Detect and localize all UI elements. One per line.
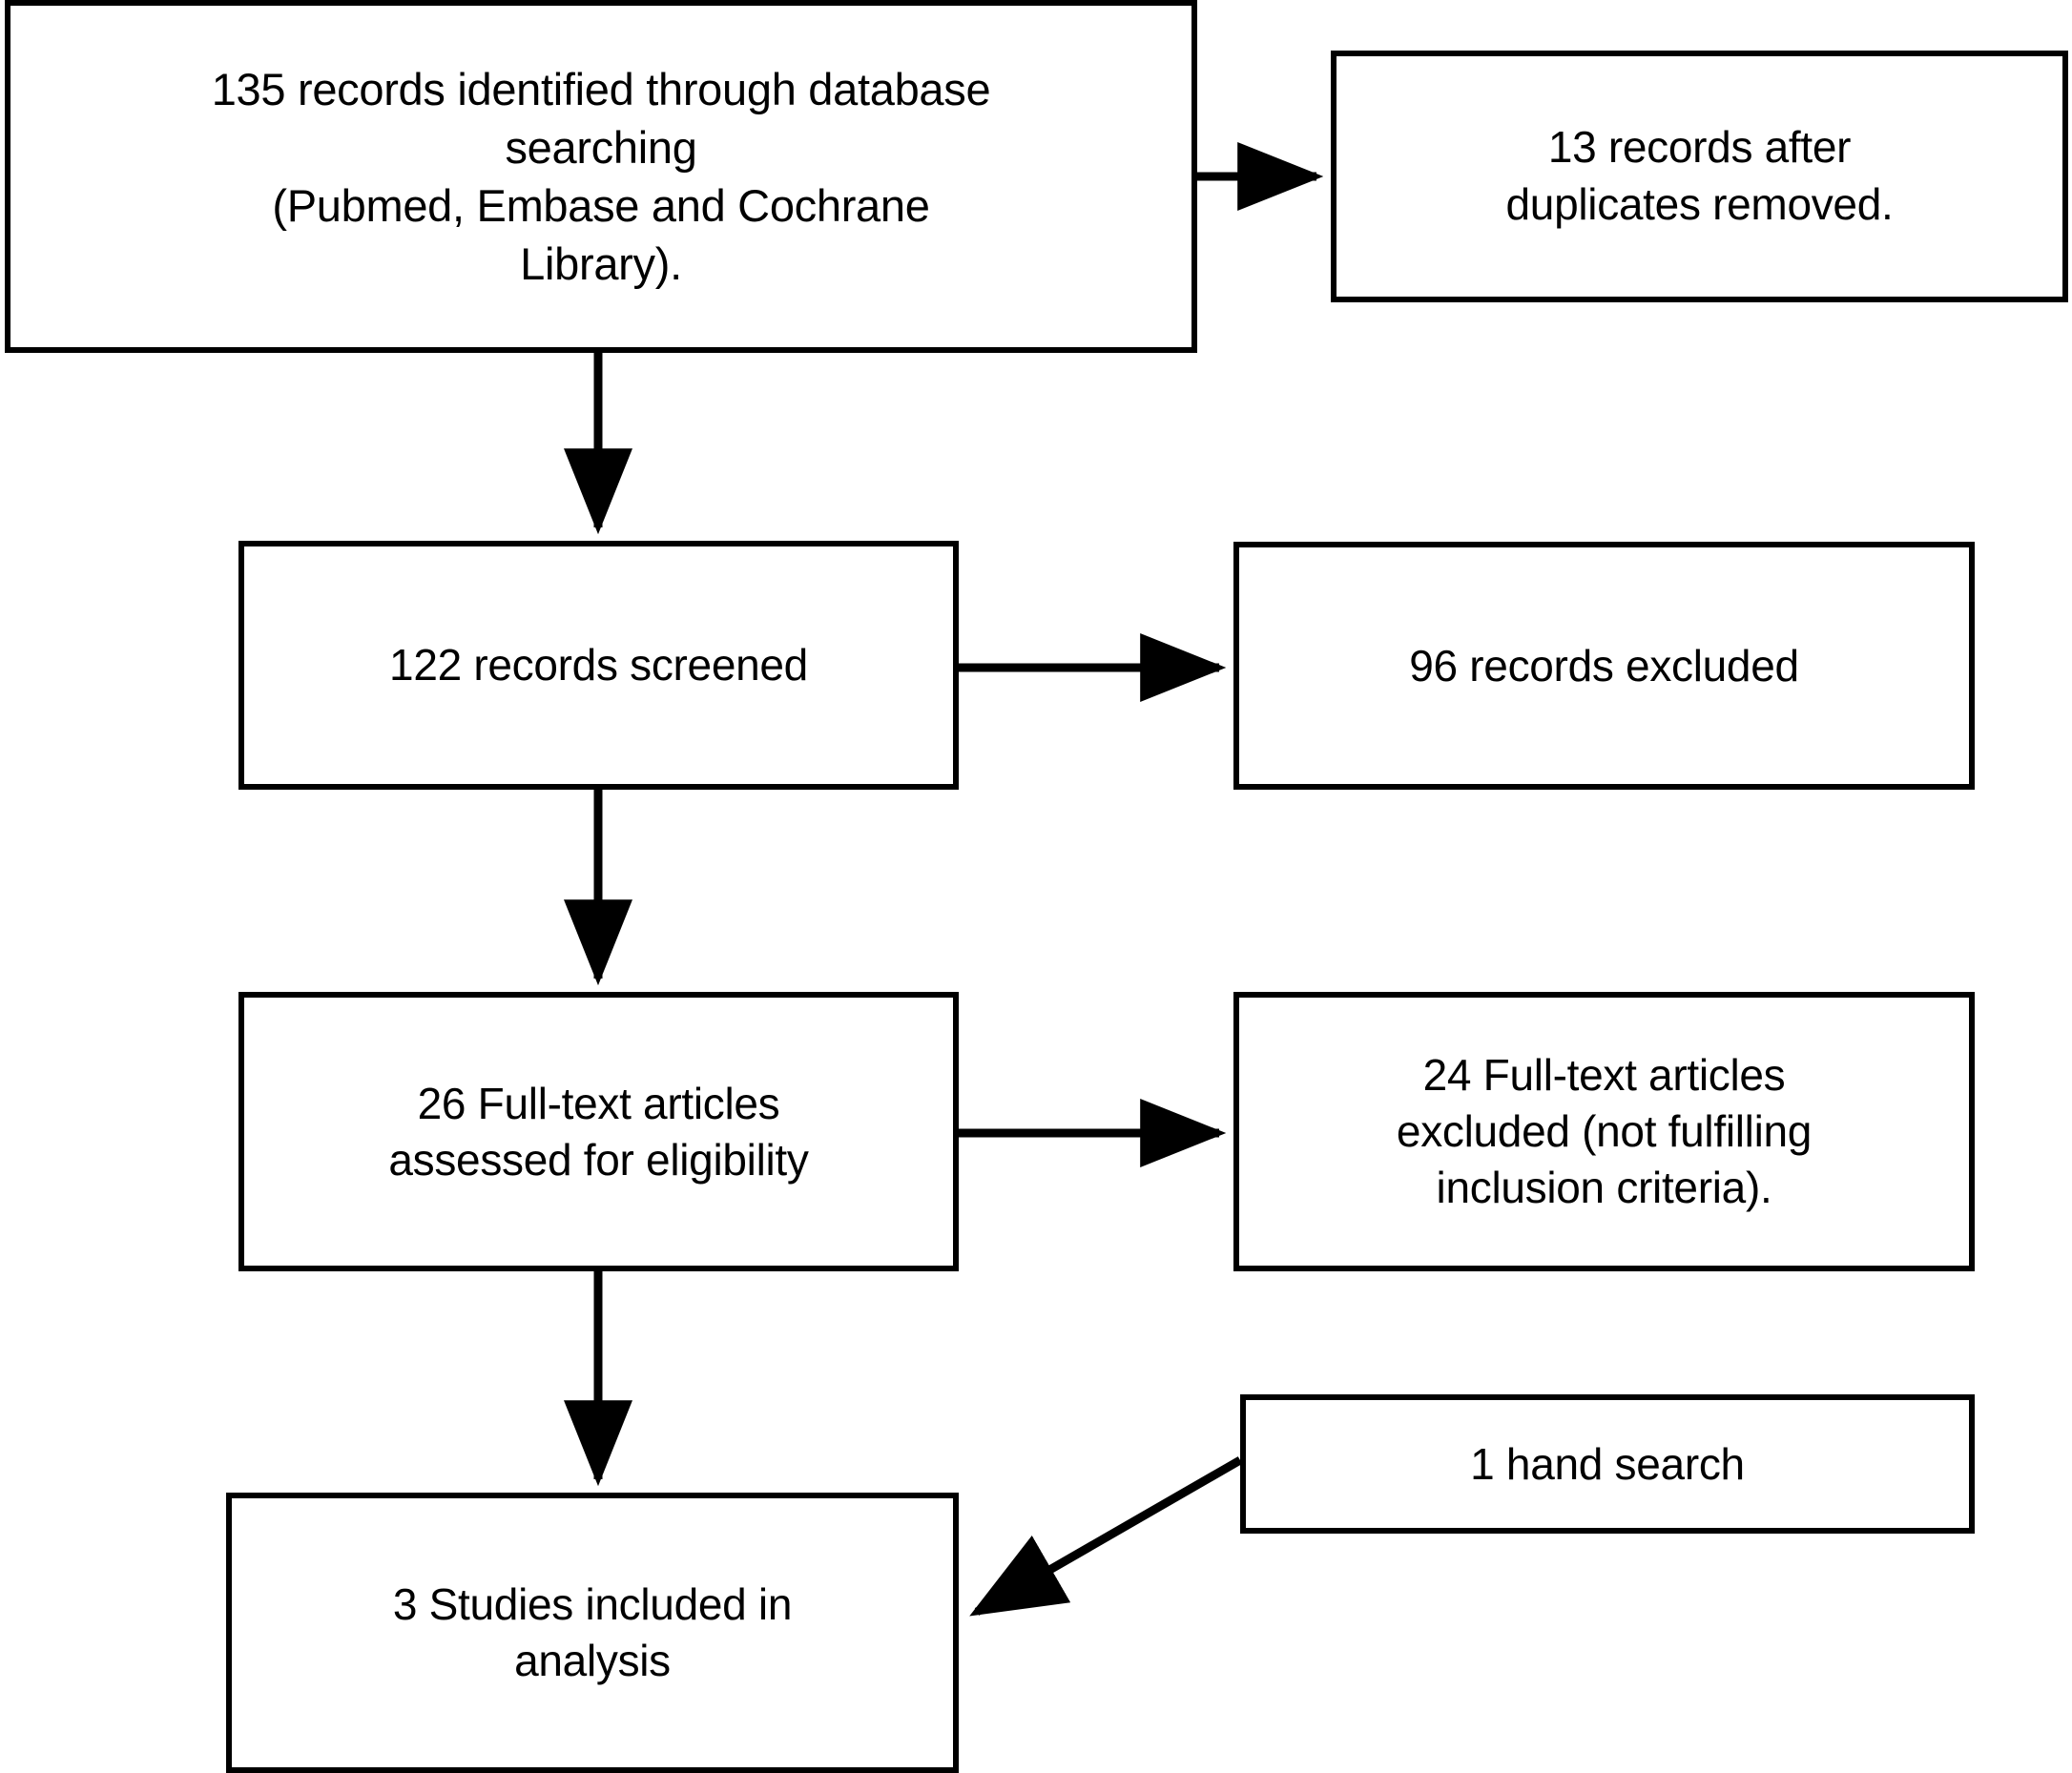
node-records-screened-label: 122 records screened	[389, 640, 808, 691]
node-records-excluded: 96 records excluded	[1233, 542, 1975, 790]
node-hand-search-label: 1 hand search	[1470, 1438, 1745, 1489]
node-records-excluded-label: 96 records excluded	[1409, 640, 1799, 691]
node-studies-included: 3 Studies included in analysis	[226, 1493, 959, 1773]
connector-handsearch-to-included	[969, 1456, 1243, 1617]
node-records-after-duplicates-removed: 13 records after duplicates removed.	[1331, 51, 2068, 302]
node-fulltext-assessed: 26 Full-text articles assessed for eligi…	[238, 992, 959, 1271]
node-fulltext-excluded: 24 Full-text articles excluded (not fulf…	[1233, 992, 1975, 1271]
node-fulltext-assessed-label: 26 Full-text articles assessed for eligi…	[388, 1078, 809, 1185]
node-records-screened: 122 records screened	[238, 541, 959, 790]
node-studies-included-label: 3 Studies included in analysis	[392, 1579, 793, 1685]
node-fulltext-excluded-label: 24 Full-text articles excluded (not fulf…	[1396, 1050, 1813, 1212]
node-records-identified: 135 records identified through database …	[5, 0, 1197, 353]
node-records-identified-label: 135 records identified through database …	[211, 63, 991, 290]
node-records-after-duplicates-removed-label: 13 records after duplicates removed.	[1505, 122, 1894, 229]
node-hand-search: 1 hand search	[1240, 1394, 1975, 1534]
